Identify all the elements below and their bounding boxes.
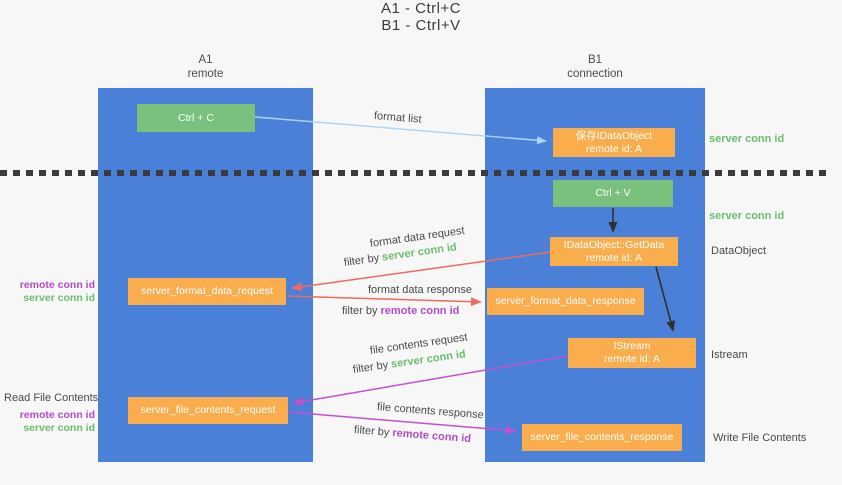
label-server-conn-id-mid: server conn id [709, 210, 785, 222]
lane-a1-role: remote [187, 68, 224, 80]
node-ctrl-v: Ctrl + V [553, 180, 673, 207]
label-istream: Istream [711, 349, 748, 361]
ctrl-c-label: Ctrl + C [178, 111, 214, 124]
label-dataobject: DataObject [711, 245, 767, 257]
node-istream: IStream remote id: A [568, 338, 696, 368]
lane-b1-name: B1 [587, 54, 603, 66]
label-file-contents-response: file contents response [376, 401, 485, 422]
diagram-title: A1 - Ctrl+C B1 - Ctrl+V [0, 0, 842, 34]
label-filter-by-remote-2: filter by remote conn id [354, 424, 472, 445]
label-server-conn-id-top: server conn id [709, 133, 785, 145]
lane-header-b1: B1 connection [485, 53, 705, 81]
node-server-file-contents-response: server_file_contents_response [522, 424, 682, 451]
label-conn-ids-file: remote conn id server conn id [5, 409, 95, 434]
getdata-line2: remote id: A [585, 251, 643, 264]
remote-conn-id-text: remote conn id [19, 279, 95, 291]
filter-by-text: filter by [342, 305, 381, 317]
lane-a1-name: A1 [198, 54, 213, 66]
istream-line1: IStream [613, 340, 651, 352]
session-divider-dotted-line [0, 170, 830, 176]
server-format-data-request-label: server_format_data_request [141, 285, 273, 297]
istream-line2: remote id: A [603, 353, 661, 365]
server-format-data-response-label: server_format_data_response [495, 295, 636, 307]
label-format-list: format list [373, 110, 423, 126]
label-filter-by-remote-1: filter by remote conn id [342, 305, 459, 317]
ctrl-v-label: Ctrl + V [595, 187, 631, 199]
node-server-format-data-response: server_format_data_response [487, 288, 644, 315]
arrow-format-data-response [286, 295, 482, 307]
filter-by-text: filter by [352, 358, 392, 376]
save-idataobject-line1: 保存IDataObject [575, 129, 653, 142]
title-line-1: A1 - Ctrl+C [380, 0, 462, 17]
label-read-file-contents: Read File Contents [4, 392, 99, 404]
label-conn-ids-format: remote conn id server conn id [5, 279, 95, 304]
label-write-file-contents: Write File Contents [713, 432, 807, 444]
filter-by-text: filter by [343, 251, 383, 269]
server-file-contents-request-label: server_file_contents_request [140, 404, 276, 416]
server-conn-id-text: server conn id [23, 421, 95, 434]
node-server-format-data-request: server_format_data_request [128, 278, 286, 305]
server-conn-id-text: server conn id [23, 291, 95, 304]
title-line-2: B1 - Ctrl+V [381, 17, 461, 34]
node-idataobject-getdata: IDataObject::GetData remote id: A [550, 237, 678, 266]
filter-by-text: filter by [353, 424, 393, 440]
remote-conn-id-text: remote conn id [380, 305, 460, 317]
remote-conn-id-text: remote conn id [19, 409, 95, 421]
lane-b1-role: connection [567, 68, 623, 80]
node-server-file-contents-request: server_file_contents_request [128, 397, 288, 424]
node-ctrl-c: Ctrl + C [137, 104, 255, 132]
node-save-idataobject: 保存IDataObject remote id: A [553, 128, 675, 157]
getdata-line1: IDataObject::GetData [563, 238, 665, 251]
label-format-data-response: format data response [368, 284, 472, 296]
server-file-contents-response-label: server_file_contents_response [530, 431, 674, 443]
save-idataobject-line2: remote id: A [585, 142, 643, 155]
lane-header-a1: A1 remote [98, 53, 313, 81]
remote-conn-id-text: remote conn id [391, 427, 472, 446]
